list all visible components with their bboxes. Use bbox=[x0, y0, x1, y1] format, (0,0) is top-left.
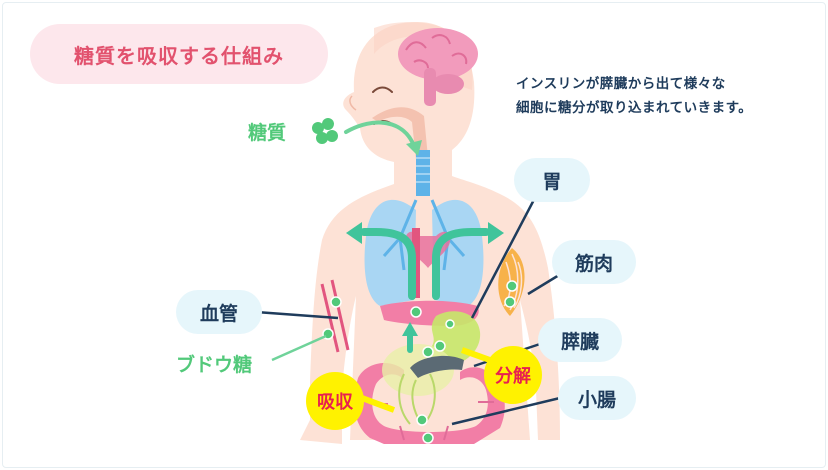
glucose-label: ブドウ糖 bbox=[176, 354, 253, 376]
insulin-note-line-2: 細胞に糖分が取り込まれていきます。 bbox=[516, 100, 753, 116]
sugar-label: 糖質 bbox=[248, 122, 287, 144]
distribution-arrows bbox=[346, 222, 504, 300]
stomach-label: 胃 bbox=[514, 158, 590, 202]
intake-arrow-icon bbox=[344, 120, 416, 148]
pancreas-icon bbox=[410, 355, 464, 378]
vessel-label: 血管 bbox=[176, 290, 262, 334]
decompose-badge: 分解 bbox=[484, 346, 542, 404]
insulin-note-line-1: インスリンが膵臓から出て様々な bbox=[516, 76, 726, 92]
throat-passage-icon bbox=[372, 107, 430, 178]
absorb-badge: 吸収 bbox=[306, 372, 364, 430]
brain-icon bbox=[398, 28, 478, 106]
muscle-label: 筋肉 bbox=[552, 240, 636, 284]
closed-eye-icon bbox=[372, 86, 393, 93]
pancreas-label: 膵臓 bbox=[538, 318, 622, 362]
page-title: 糖質を吸収する仕組み bbox=[30, 24, 328, 84]
glucose-dots bbox=[322, 280, 518, 444]
sugar-cluster-icon bbox=[312, 118, 338, 144]
intestine-label: 小腸 bbox=[558, 376, 636, 420]
insulin-note: インスリンが膵臓から出て様々な 細胞に糖分が取り込まれていきます。 bbox=[516, 72, 816, 120]
trachea-icon bbox=[416, 150, 430, 196]
